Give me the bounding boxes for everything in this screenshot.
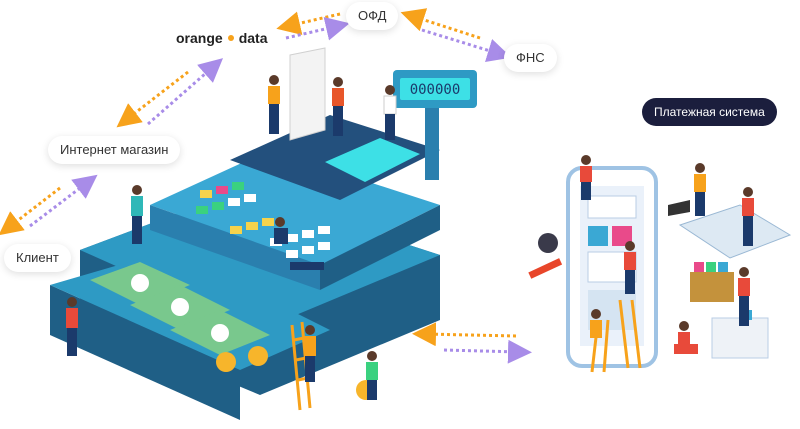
arrow-fns-to-ofd [400, 8, 481, 40]
node-client: Клиент [4, 244, 71, 272]
pencil-icon [528, 258, 563, 279]
arrow-register-to-payment [443, 339, 532, 364]
person-icon [742, 187, 754, 246]
person-icon [332, 77, 344, 136]
person-icon [738, 267, 750, 326]
person-icon [678, 321, 690, 346]
person-icon [268, 75, 280, 134]
node-ofd: ОФД [346, 2, 399, 30]
person-icon [580, 155, 592, 200]
people-icons [66, 75, 397, 400]
node-internet-shop: Интернет магазин [48, 136, 181, 164]
node-payment-system: Платежная система [642, 98, 777, 126]
person-icon [66, 297, 78, 356]
payment-scene [528, 155, 792, 373]
arrow-payment-to-register [412, 322, 517, 347]
box-icon [690, 272, 734, 302]
person-icon [131, 185, 143, 244]
cash-register-icon: 000000 [50, 47, 477, 420]
node-fns: ФНС [504, 44, 557, 72]
person-icon [624, 241, 636, 294]
arrow-logo-to-ofd [285, 17, 350, 41]
glasses-icon [668, 200, 690, 216]
person-icon [694, 163, 706, 216]
arrow-logo-to-shop [116, 70, 189, 128]
register-display-text: 000000 [410, 82, 461, 98]
arrow-shop-to-client [0, 186, 61, 236]
person-icon [274, 217, 288, 244]
banknotes-icon [90, 262, 270, 355]
logo-dot-icon [227, 35, 234, 41]
flow-arrows [0, 8, 532, 364]
blueprint-icon [678, 204, 792, 259]
person-icon [366, 351, 378, 400]
paint-can-icon [538, 233, 558, 253]
person-icon [304, 325, 316, 382]
arrow-ofd-to-fns [421, 28, 512, 62]
logo-word-data: data [238, 30, 268, 46]
orange-data-logo: orange data [176, 30, 267, 46]
arrow-shop-to-logo [147, 58, 224, 126]
person-icon [590, 309, 602, 338]
keypad [107, 182, 330, 270]
chair-icon [674, 344, 698, 354]
arrow-client-to-shop [29, 174, 98, 228]
arrow-ofd-to-logo [276, 11, 341, 35]
logo-word-orange: orange [176, 30, 223, 46]
person-icon [383, 85, 397, 140]
